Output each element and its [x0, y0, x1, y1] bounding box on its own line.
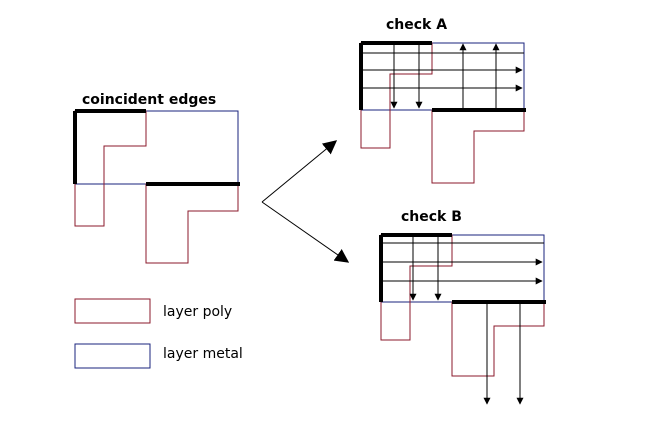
legend-metal-label: layer metal — [163, 346, 243, 362]
check-b-edges — [379, 233, 546, 304]
check-a-poly-right — [431, 109, 525, 184]
poly-shape-left — [74, 110, 147, 227]
coincident-edges-label: coincident edges — [82, 92, 216, 108]
legend: layer poly layer metal — [74, 298, 243, 369]
branch-arrows — [261, 140, 350, 263]
check-a-edges — [359, 41, 526, 112]
check-a-poly-left — [360, 42, 433, 149]
check-a-scan-arrows — [361, 43, 524, 110]
check-b-poly-left — [380, 234, 453, 341]
check-b-label: check B — [401, 209, 462, 225]
legend-metal-swatch — [74, 343, 151, 369]
check-a-figure: check A — [359, 17, 526, 184]
legend-poly-swatch — [74, 298, 151, 324]
legend-poly-label: layer poly — [163, 304, 232, 320]
check-b-poly-right — [451, 301, 545, 377]
coincident-edges-figure: coincident edges — [73, 92, 240, 264]
poly-shape-right — [145, 183, 239, 264]
metal-rect — [74, 110, 239, 185]
check-b-metal-rect — [380, 234, 545, 303]
branch-arrow-down — [261, 201, 350, 263]
check-b-scan-arrows — [381, 235, 544, 405]
branch-arrow-up — [261, 140, 338, 203]
check-a-label: check A — [386, 17, 447, 33]
coincident-edge-lines — [73, 109, 240, 186]
check-b-figure: check B — [379, 209, 546, 405]
